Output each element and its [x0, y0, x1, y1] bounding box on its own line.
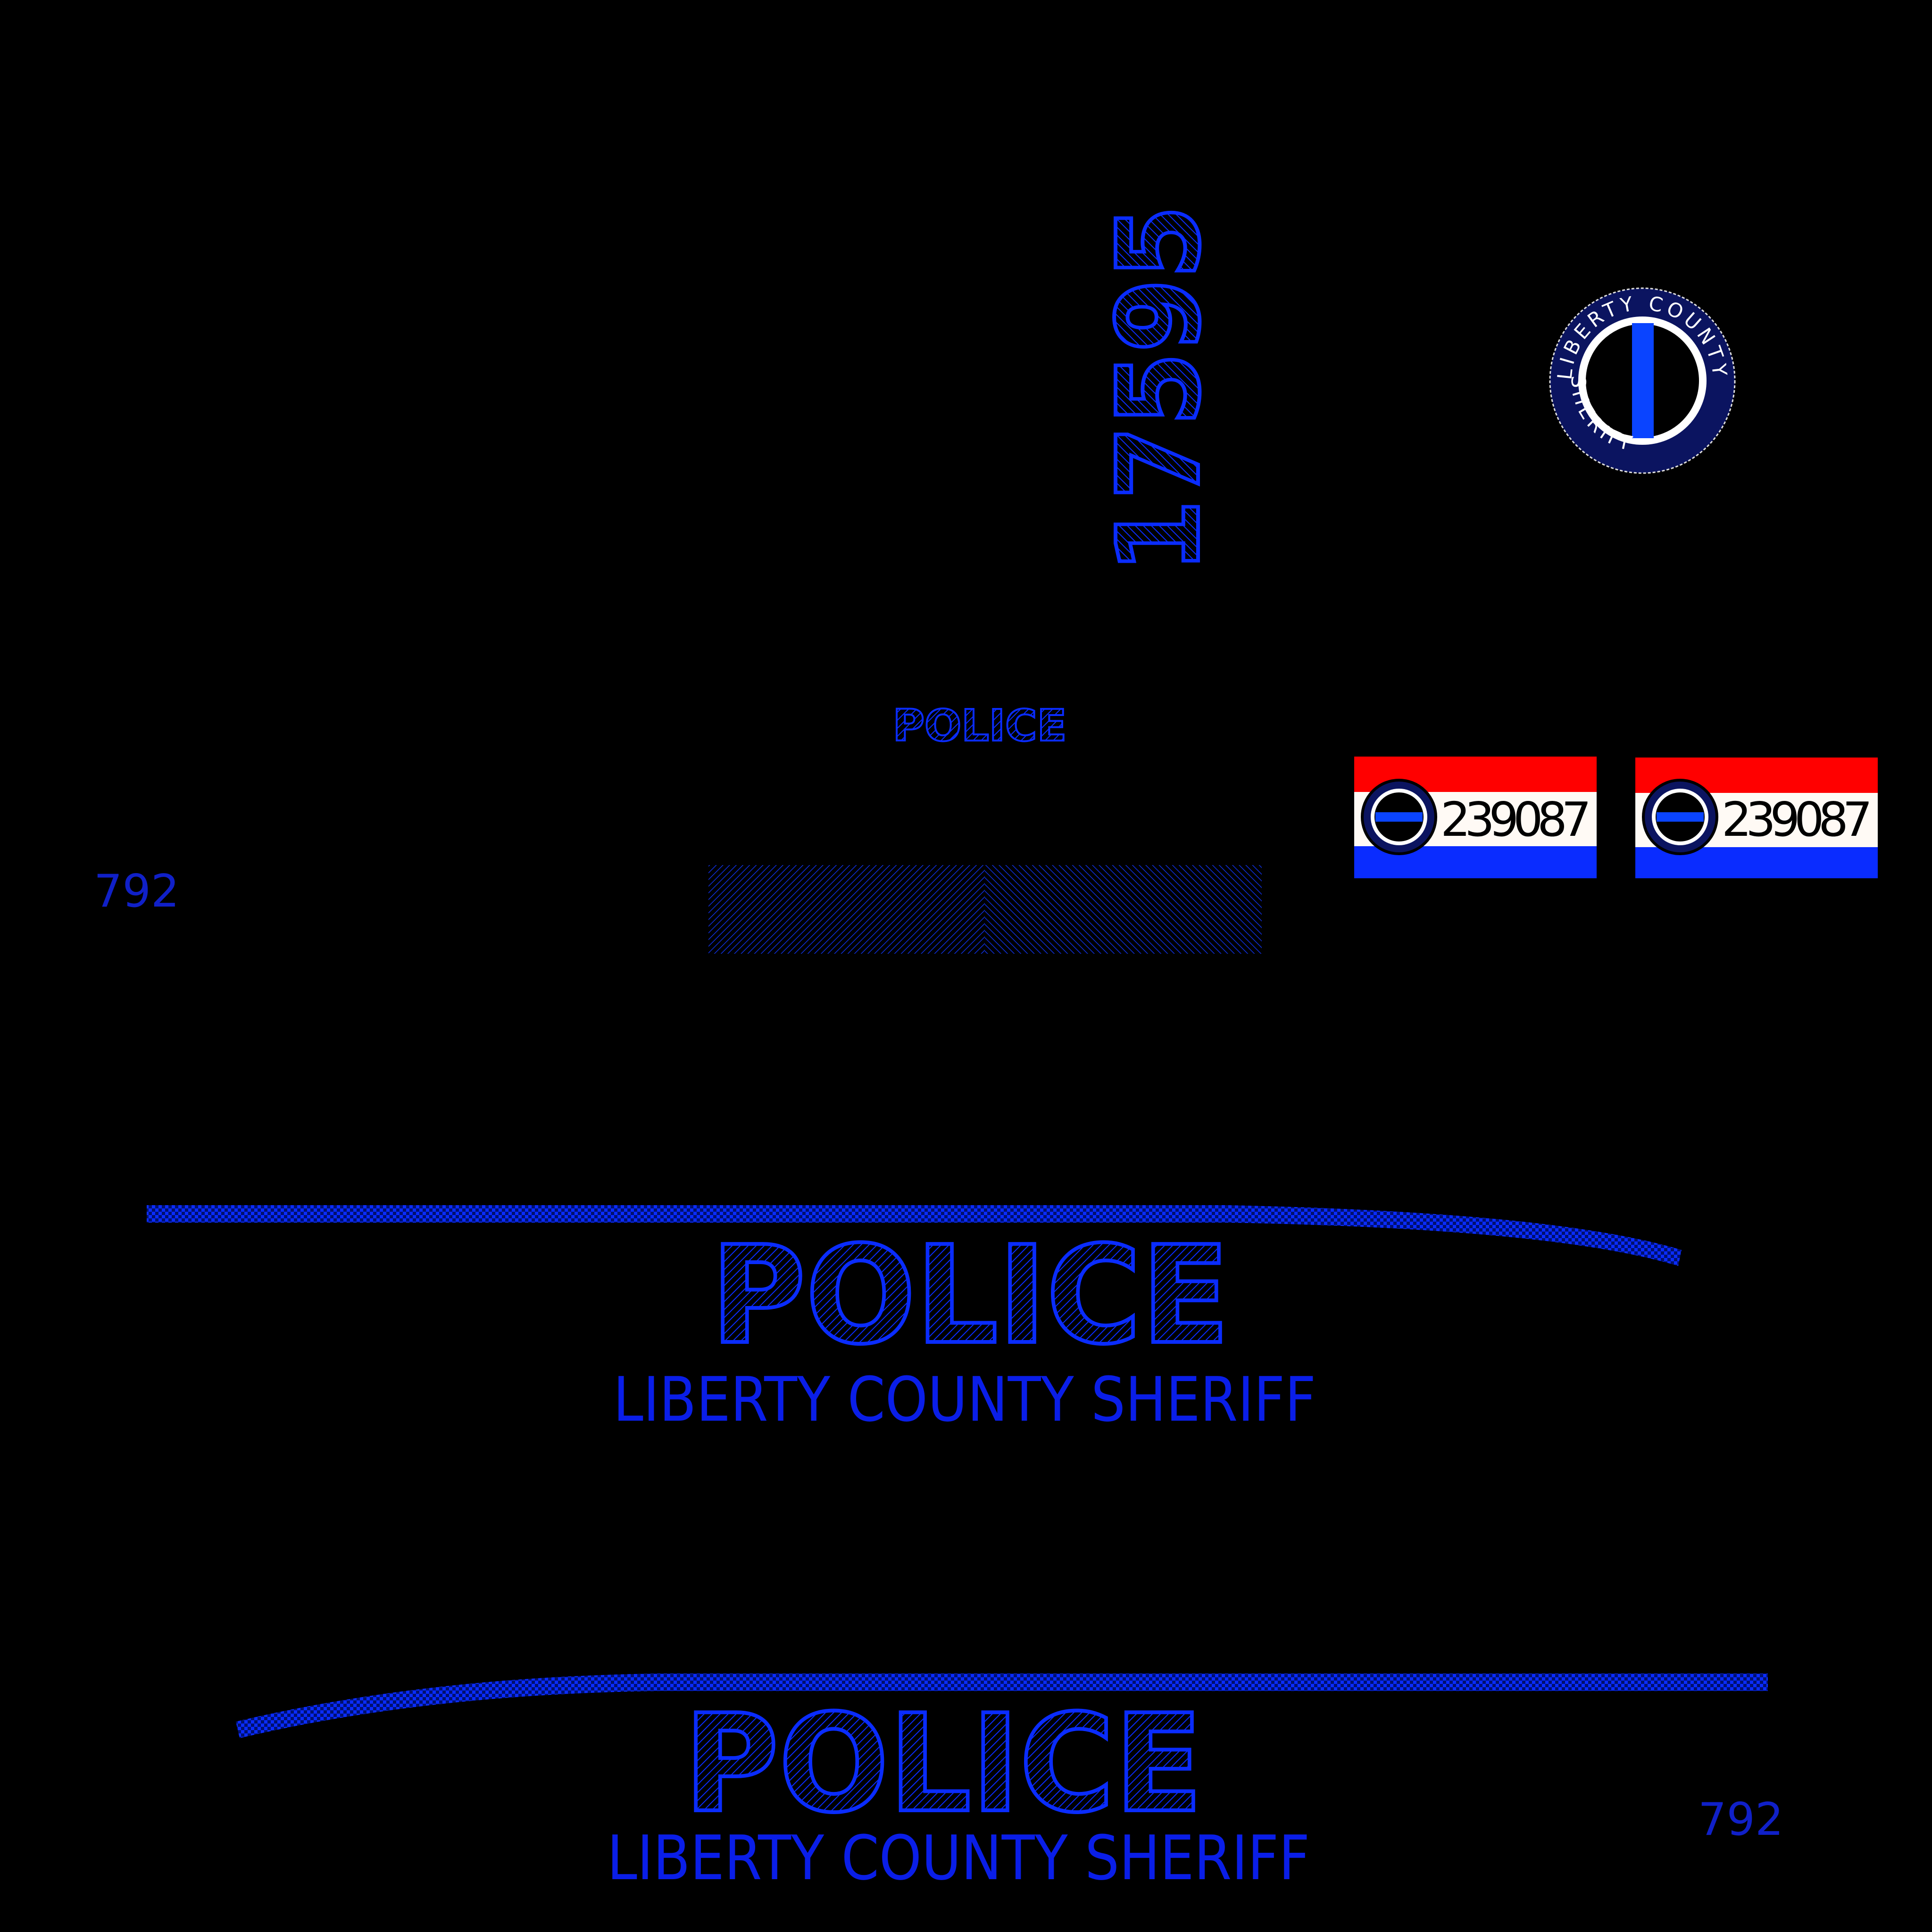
side-agency-name: LIBERTY COUNTY SHERIFF: [613, 1364, 1316, 1435]
sheriff-seal-logo: LIBERTY COUNTY SHERIFF: [1549, 287, 1736, 474]
side-agency-name: LIBERTY COUNTY SHERIFF: [607, 1822, 1310, 1894]
side-stripe: [236, 1674, 1768, 1738]
side-stripe: [147, 1205, 1682, 1266]
side-police-title: POLICE: [711, 1217, 1230, 1374]
license-plate: 239087: [1354, 757, 1597, 878]
plate-number: 239087: [1722, 792, 1873, 847]
vertical-unit-number: 17595: [1093, 205, 1225, 573]
side-unit-number: 792: [1698, 1794, 1783, 1846]
side-police-title: POLICE: [684, 1686, 1203, 1842]
side-unit-number: 792: [94, 866, 179, 917]
plate-seal-icon: [1642, 779, 1718, 855]
plate-seal-icon: [1361, 779, 1437, 855]
hood-hatch-panel: [708, 865, 1262, 954]
plate-number: 239087: [1441, 792, 1591, 847]
roof-police-label: POLICE: [893, 700, 1067, 751]
license-plate: 239087: [1635, 758, 1878, 878]
